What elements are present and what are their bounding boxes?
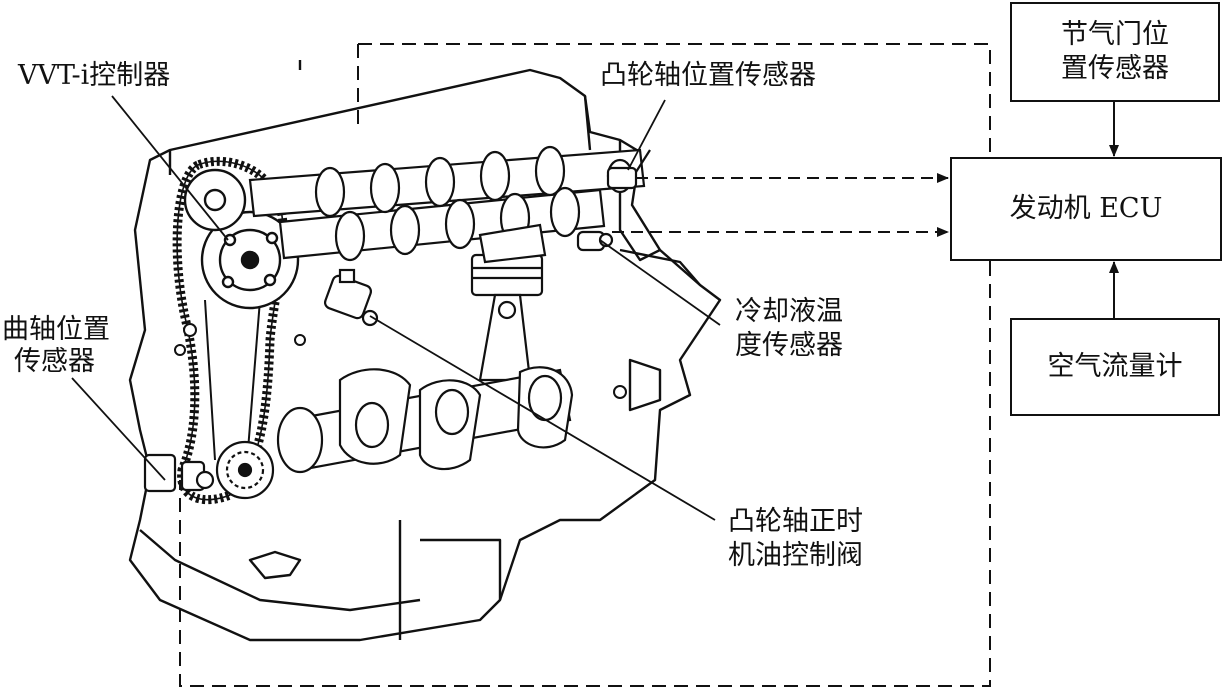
label-ocv-line1: 凸轮轴正时 xyxy=(728,506,863,537)
signal-boundary-dashed-line xyxy=(179,43,991,687)
label-crank-sensor-line1: 曲轴位置 xyxy=(2,314,110,345)
label-coolant-sensor-line2: 度传感器 xyxy=(735,330,843,361)
ocv-part xyxy=(323,268,379,327)
coolant-sensor-part xyxy=(576,230,614,252)
label-camshaft-position-sensor: 凸轮轴位置传感器 xyxy=(600,60,816,91)
label-vvti-controller: VVT-i控制器 xyxy=(18,60,171,91)
throttle-sensor-text-line2: 置传感器 xyxy=(1061,53,1169,84)
label-crank-sensor-line2: 传感器 xyxy=(14,346,95,377)
airflow-meter-text: 空气流量计 xyxy=(1047,351,1183,382)
crankshaft xyxy=(276,366,574,474)
leader-coolant xyxy=(599,239,721,326)
camshafts xyxy=(248,145,646,262)
throttle-sensor-text-line1: 节气门位 xyxy=(1061,19,1169,50)
label-coolant-sensor-line1: 冷却液温 xyxy=(735,296,843,327)
camshaft-sensor-part xyxy=(606,149,651,190)
leader-crank-sensor xyxy=(71,377,166,481)
ecu-text: 发动机 ECU xyxy=(1009,193,1163,224)
leader-lines xyxy=(71,95,721,521)
throttle-position-sensor-box: 节气门位 置传感器 xyxy=(1010,2,1220,102)
engine-block xyxy=(128,60,722,642)
crank-sprocket xyxy=(143,440,275,500)
vvti-controller-gear xyxy=(183,168,300,310)
piston-assembly xyxy=(470,223,547,382)
leader-ocv xyxy=(369,315,716,521)
leader-cam-sensor xyxy=(627,99,666,171)
misc-bolts xyxy=(174,323,627,399)
label-ocv-line2: 机油控制阀 xyxy=(728,540,863,571)
leader-vvti xyxy=(111,95,229,241)
airflow-meter-box: 空气流量计 xyxy=(1010,318,1220,416)
engine-ecu-box: 发动机 ECU xyxy=(950,157,1222,261)
